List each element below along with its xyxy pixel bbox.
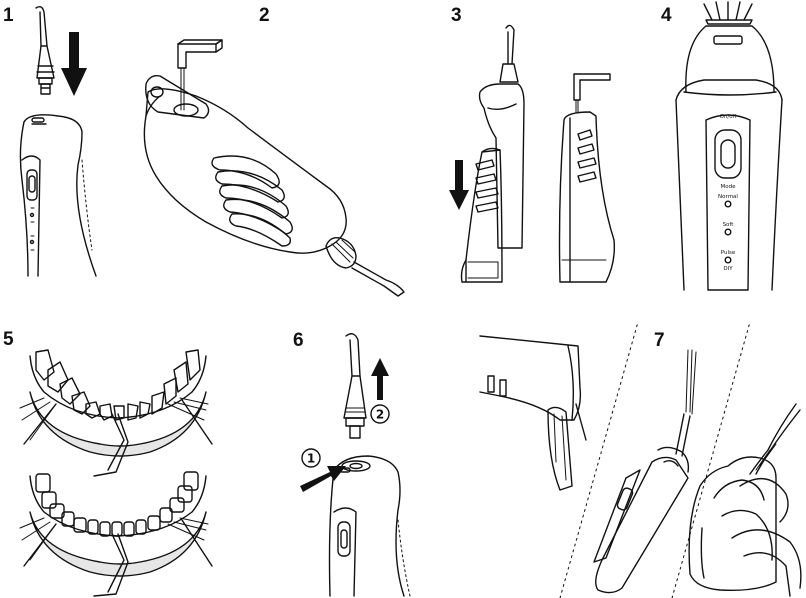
- diy-label: DIY: [723, 266, 733, 272]
- pulse-label: Pulse: [721, 250, 736, 256]
- marker-2: 2: [376, 408, 384, 422]
- down-arrow-icon: [61, 32, 87, 96]
- step-number-2: 2: [259, 5, 270, 26]
- down-arrow-icon: [449, 160, 469, 210]
- step-number-6: 6: [293, 330, 304, 351]
- power-label: On/off: [720, 114, 737, 120]
- step-number-5: 5: [3, 329, 14, 350]
- step-number-4: 4: [661, 5, 672, 26]
- step-number-3: 3: [451, 5, 462, 26]
- diagonal-arrow-icon: [300, 466, 346, 492]
- panel-5-cleaning-technique: [19, 349, 213, 597]
- step-number-7: 7: [654, 330, 665, 351]
- normal-label: Normal: [718, 194, 738, 200]
- panel-3-close-reservoir: [460, 24, 616, 283]
- panel-7-cleaning: [479, 321, 802, 598]
- soft-label: Soft: [723, 222, 735, 228]
- step-number-1: 1: [3, 5, 14, 26]
- panel-4-control-panel: [675, 1, 783, 291]
- up-arrow-icon: [371, 358, 389, 400]
- marker-1: 1: [307, 452, 315, 466]
- panel-1-attach-nozzle: [19, 5, 97, 277]
- panel-6-detach-nozzle: [301, 333, 411, 597]
- panel-2-fill-reservoir: [143, 39, 405, 297]
- mode-label: Mode: [721, 184, 737, 190]
